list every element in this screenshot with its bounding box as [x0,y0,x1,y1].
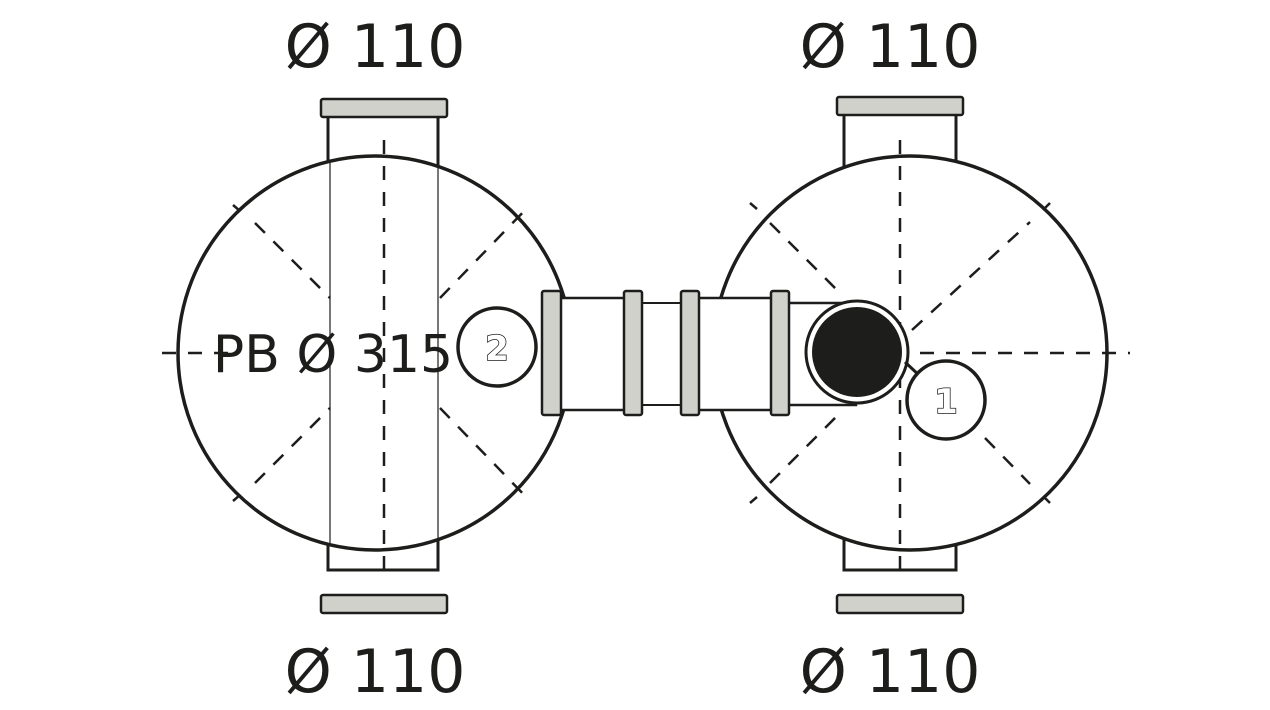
label-top-right: Ø 110 [800,12,981,82]
connector-segment-1 [556,296,632,412]
left-diagonal-ll [254,407,331,484]
marker-2-number: 2 [485,329,509,369]
right-diagonal-ur [911,221,1031,331]
marker-1-number: 1 [934,382,958,422]
left-tank [162,97,574,615]
left-diagonal-ur [439,204,531,299]
marker-1-circle [905,359,987,441]
marker-2: 2 [456,306,538,388]
right-diagonal-ll [769,412,841,484]
right-tick-lr [1042,495,1051,504]
connector-flange-4 [769,289,791,417]
left-bottom-flange [319,593,449,615]
right-tick-ul [749,202,758,210]
marker-2-circle [456,306,538,388]
label-bottom-left: Ø 110 [285,637,466,707]
left-tick-ul [232,204,241,212]
label-top-left: Ø 110 [285,12,466,82]
left-diagonal-ul [254,222,331,299]
outlet-fill [812,307,902,397]
marker-1: 1 [905,359,987,441]
label-center: PB Ø 315 [213,325,453,385]
right-tick-ll [749,496,758,504]
label-bottom-right: Ø 110 [800,637,981,707]
right-diagonal-ul [769,222,841,294]
connecting-pipe [540,289,858,417]
left-diagonal-lr [439,407,531,502]
connector-segment-2 [639,302,685,406]
connector-flange-1 [540,289,563,417]
connector-flange-2 [622,289,644,417]
outlet-cover [804,299,924,405]
connector-flange-3 [679,289,701,417]
left-top-flange [319,97,449,119]
right-bottom-flange [835,593,965,615]
connector-segment-3 [694,296,778,412]
left-tick-ll [232,494,241,502]
right-top-flange [835,95,965,117]
right-diagonal-lr [984,437,1031,485]
right-tick-ur [1042,202,1051,211]
